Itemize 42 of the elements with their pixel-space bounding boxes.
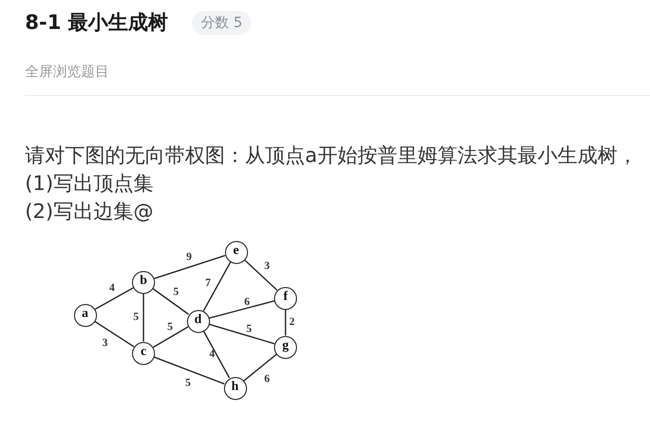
graph-edge — [94, 287, 134, 310]
edge-weight: 5 — [133, 311, 139, 323]
edge-weight: 4 — [109, 282, 115, 294]
edge-weight: 3 — [264, 260, 270, 272]
graph-edge — [244, 354, 277, 382]
graph-vertex: b — [132, 270, 155, 294]
graph-vertex: d — [186, 310, 210, 332]
graph-edge — [244, 259, 278, 291]
graph-edge — [202, 262, 232, 312]
question-title: 8-1 最小生成树 — [25, 9, 168, 36]
edge-weight: 5 — [246, 323, 252, 335]
graph-vertex: f — [274, 286, 297, 310]
edge-weight: 9 — [186, 251, 192, 263]
graph-edge — [284, 310, 286, 336]
question-text: 请对下图的无向带权图：从顶点a开始按普里姆算法求其最小生成树， — [25, 142, 638, 169]
graph-vertex: a — [74, 304, 96, 326]
graph-vertex: g — [274, 336, 297, 358]
edge-weight: 5 — [173, 286, 179, 298]
graph-edge — [208, 300, 275, 319]
graph-edge — [154, 356, 225, 384]
edge-weight: 7 — [205, 277, 211, 289]
question-text: (1)写出顶点集 — [25, 170, 154, 197]
edge-weight: 4 — [209, 348, 215, 360]
edge-weight: 3 — [102, 337, 108, 349]
graph-vertex: c — [132, 342, 155, 364]
graph-edge — [94, 320, 134, 348]
graph-vertex: e — [224, 240, 248, 264]
fullscreen-link: 全屏浏览题目 — [25, 63, 109, 82]
edge-weight: 2 — [289, 316, 295, 328]
edge-weight: 5 — [167, 321, 173, 333]
score-badge: 分数 5 — [192, 11, 252, 35]
graph-vertex: h — [224, 376, 246, 400]
graph-edge — [203, 330, 230, 378]
edge-weight: 5 — [185, 377, 191, 389]
edge-weight: 6 — [264, 373, 270, 385]
graph-edge — [142, 294, 144, 342]
edge-weight: 6 — [244, 296, 250, 308]
graph-edge — [152, 288, 189, 315]
graph-edge — [208, 324, 275, 344]
graph-edge — [153, 326, 188, 348]
question-text: (2)写出边集@ — [25, 198, 154, 225]
graph-edge — [154, 254, 226, 280]
